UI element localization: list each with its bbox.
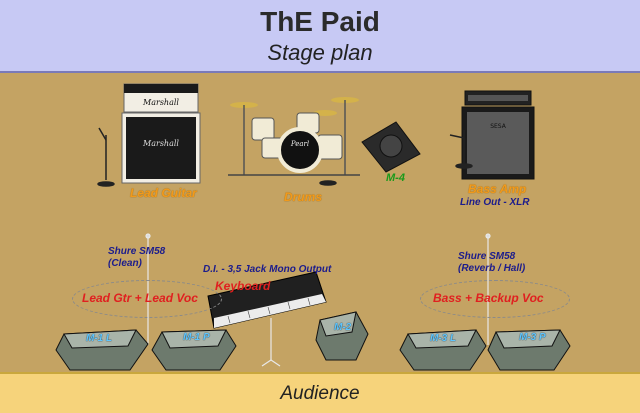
band-name: ThE Paid [260, 6, 380, 37]
keyboard-icon [207, 271, 327, 329]
mic-stand-icon [97, 127, 115, 187]
bass-position-label: Bass + Backup Voc [433, 291, 544, 305]
monitor-m3p-label: M-3 P [519, 332, 546, 343]
page-subtitle: Stage plan [267, 40, 373, 65]
lead-position-area [72, 280, 222, 318]
drum-kit-icon: Pearl [228, 97, 360, 176]
audience-band: Audience [0, 372, 640, 413]
bass-position-area [420, 280, 570, 318]
monitor-m1l-label: M-1 L [86, 333, 113, 344]
lead-guitar-label: Lead Guitar [130, 186, 197, 200]
sesa-logo: SESA [490, 123, 507, 130]
wedge-monitor-icon [361, 121, 421, 173]
keyboard-label: Keyboard [215, 279, 271, 293]
bass-amp-label: Bass Amp [468, 182, 527, 196]
mic-stand-icon [319, 180, 337, 186]
audience-label: Audience [280, 383, 360, 404]
monitor-m2-label: M-2 [334, 322, 352, 333]
bass-amp-icon: SESA [461, 90, 535, 180]
left-mic-model: Shure SM58 [108, 246, 166, 257]
monitor-m1p-label: M-1 P [183, 332, 210, 343]
monitor-wedge-m1l [55, 329, 149, 371]
keyboard-mic-stand-icon [261, 318, 281, 367]
monitor-wedge-m1p [151, 329, 237, 371]
pearl-logo: Pearl [290, 140, 309, 148]
monitor-m3l-label: M-3 L [430, 333, 457, 344]
left-mic-note: (Clean) [108, 258, 142, 269]
right-mic-note: (Reverb / Hall) [458, 263, 526, 274]
line-out-label: Line Out - XLR [460, 197, 530, 208]
header-band: ThE Paid Stage plan [0, 0, 640, 73]
marshall-logo-head: Marshall [142, 98, 179, 107]
drums-label: Drums [284, 190, 323, 204]
right-mic-model: Shure SM58 [458, 251, 516, 262]
marshall-logo-cab: Marshall [142, 139, 179, 148]
monitor-wedge-m3l [399, 329, 487, 371]
mic-stand-icon [449, 130, 473, 169]
m4-label: M-4 [386, 172, 405, 184]
lead-position-label: Lead Gtr + Lead Voc [82, 291, 198, 305]
monitor-wedge-m3p [487, 329, 571, 371]
keyboard-di-label: D.I. - 3,5 Jack Mono Output [203, 264, 332, 275]
marshall-stack-icon: Marshall Marshall [121, 83, 201, 184]
monitor-wedge-m2 [315, 311, 369, 361]
